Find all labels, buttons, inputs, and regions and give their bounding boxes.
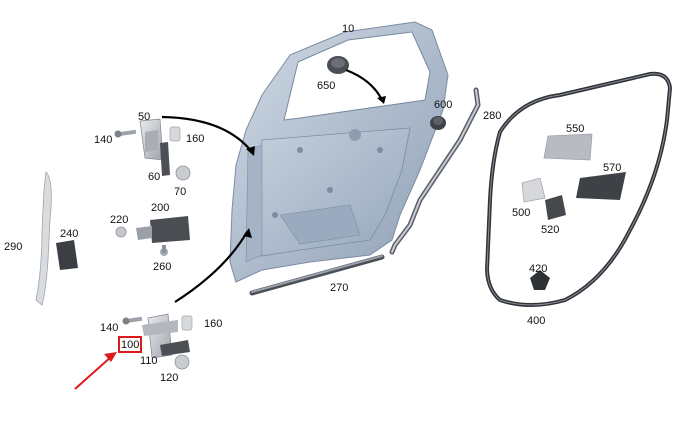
- callout-270: 270: [330, 282, 349, 294]
- highlight-box: [118, 336, 142, 353]
- callout-10: 10: [342, 23, 355, 35]
- grommet-650: [327, 56, 349, 74]
- pointer-arrows: [161, 68, 383, 303]
- callout-600: 600: [434, 99, 453, 111]
- callout-110: 110: [140, 355, 158, 367]
- bolt-260: [160, 245, 168, 256]
- callout-400: 400: [527, 315, 546, 327]
- callout-160-upper: 160: [186, 133, 205, 145]
- callout-200: 200: [151, 202, 170, 214]
- callout-60: 60: [148, 171, 161, 183]
- check-strap-200: [136, 216, 190, 243]
- callout-100: 100: [121, 339, 140, 351]
- bolt-140-lower: [122, 316, 143, 325]
- door-panel: [229, 21, 449, 283]
- callout-520: 520: [541, 224, 560, 236]
- washer-120: [174, 354, 190, 370]
- seal-strip-280: [389, 87, 481, 255]
- callout-290: 290: [4, 241, 23, 253]
- callout-260: 260: [153, 261, 172, 273]
- sill-strip-270: [249, 254, 385, 296]
- callout-70: 70: [174, 186, 187, 198]
- callout-220: 220: [110, 214, 129, 226]
- callout-570: 570: [603, 162, 622, 174]
- callout-500: 500: [512, 207, 531, 219]
- callout-650: 650: [317, 80, 336, 92]
- bracket-60: [160, 142, 170, 176]
- bolt-220: [115, 226, 127, 238]
- highlight-arrow: [74, 352, 117, 390]
- callout-160-lower: 160: [204, 318, 223, 330]
- plate-110: [160, 340, 190, 356]
- grommet-600: [430, 116, 446, 130]
- callout-420: 420: [529, 263, 548, 275]
- trim-290: [35, 171, 52, 306]
- callout-50: 50: [138, 111, 151, 123]
- pad-500: [521, 177, 546, 203]
- pad-550: [543, 133, 593, 161]
- upper-hinge: [139, 118, 164, 161]
- bushing-160-lower: [181, 315, 193, 331]
- washer-70: [175, 165, 191, 181]
- clip-420: [530, 270, 550, 290]
- door-seal-400: [484, 71, 673, 307]
- pad-570: [576, 172, 626, 200]
- pad-520: [545, 195, 566, 220]
- bolt-140-upper: [114, 129, 137, 138]
- callout-550: 550: [566, 123, 585, 135]
- callout-240: 240: [60, 228, 79, 240]
- callout-140-lower: 140: [100, 322, 119, 334]
- arrowheads: [243, 96, 386, 238]
- bushing-160-upper: [169, 126, 181, 142]
- bracket-240: [56, 240, 78, 270]
- callout-120: 120: [160, 372, 179, 384]
- callout-280: 280: [483, 110, 502, 122]
- callout-140-upper: 140: [94, 134, 113, 146]
